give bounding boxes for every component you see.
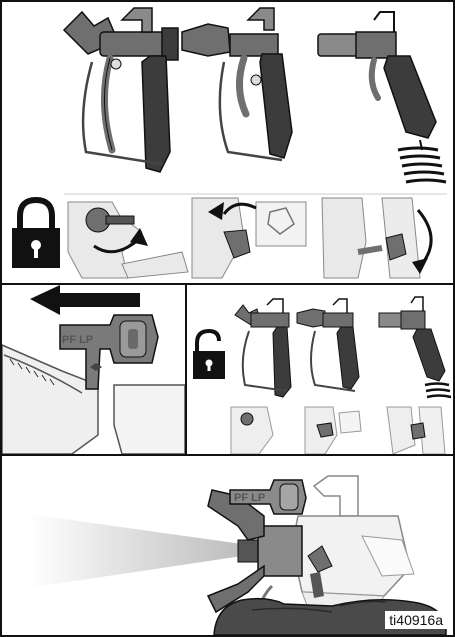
spray-gun-2 [182, 8, 292, 160]
panel-lock-trigger-drawing [2, 2, 453, 283]
small-spray-gun-1 [235, 299, 291, 397]
panel-spray-test: PF LP ti40916a [0, 454, 455, 637]
small-spray-gun-2 [297, 299, 359, 391]
spray-gun-3 [318, 12, 446, 182]
panel-unlock-trigger [185, 283, 455, 456]
spray-fan-icon [28, 514, 242, 588]
panel-unlock-trigger-drawing [187, 285, 453, 454]
panel-lock-trigger [0, 0, 455, 285]
left-arrow-icon [30, 285, 140, 315]
locked-padlock-icon [12, 200, 60, 268]
tip-marking-spray: PF LP [234, 492, 265, 504]
small-spray-gun-3 [379, 297, 451, 397]
unlock-detail-views [231, 407, 445, 454]
panel-reverse-tip: PF LP [0, 283, 187, 456]
unlocked-padlock-icon [193, 331, 225, 379]
spray-gun-1 [64, 8, 178, 172]
panel-spray-test-drawing: PF LP [2, 456, 453, 635]
tip-marking: PF LP [62, 334, 93, 346]
figure-reference-id: ti40916a [385, 611, 447, 629]
panel-reverse-tip-drawing: PF LP [2, 285, 185, 454]
